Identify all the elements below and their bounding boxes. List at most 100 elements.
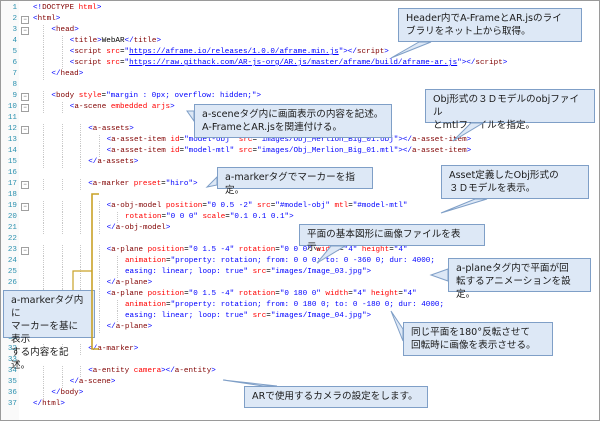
fold-toggle-icon[interactable]: − <box>21 104 29 112</box>
indent-guide <box>43 366 45 377</box>
code-text: <a-asset-item id="model-obj" src="images… <box>107 135 472 146</box>
code-token: DOCTYPE <box>42 4 75 12</box>
code-token: src <box>238 147 253 155</box>
code-token: a-plane <box>111 290 144 298</box>
code-token: "images/Obj_Merlion_Big_01.obj" <box>257 136 399 144</box>
indent-guide <box>80 278 82 289</box>
code-token: </ <box>106 224 116 232</box>
indent-guide <box>80 267 82 278</box>
indent-guide <box>61 47 63 58</box>
code-token: < <box>88 180 93 188</box>
fold-toggle-icon[interactable]: − <box>21 16 29 24</box>
fold-toggle-icon[interactable]: − <box>21 181 29 189</box>
code-token: < <box>69 48 75 56</box>
code-token: < <box>33 15 38 23</box>
code-token: position <box>147 290 185 298</box>
code-token: "0.1 0.1 0.1" <box>229 213 290 221</box>
code-token: = <box>166 301 171 309</box>
indent-guide <box>61 245 63 256</box>
code-text: </a-plane> <box>107 278 153 289</box>
code-token: </ <box>124 37 134 45</box>
indent-guide <box>61 278 63 289</box>
indent-guide <box>43 267 45 278</box>
code-token: "model-obj" <box>184 136 235 144</box>
code-text: </a-obj-model> <box>107 223 171 234</box>
code-text: <html> <box>33 14 60 25</box>
code-token: height <box>371 290 399 298</box>
indent-guide <box>43 157 45 168</box>
code-line: 3−<head> <box>1 25 599 36</box>
code-token: src <box>252 268 267 276</box>
indent-guide <box>117 212 118 223</box>
indent-guide <box>98 278 100 289</box>
fold-toggle-icon[interactable]: − <box>21 203 29 211</box>
code-token: animation <box>125 301 167 309</box>
code-token: </ <box>51 389 61 397</box>
code-token: > <box>256 92 262 100</box>
code-token: > <box>466 136 472 144</box>
code-token: "property: rotation; from: 0 0 0; to: 0 … <box>170 257 435 265</box>
indent-guide <box>117 311 118 322</box>
fold-toggle-icon[interactable]: − <box>21 27 29 35</box>
indent-guide <box>43 135 45 146</box>
code-text: <a-marker preset="hiro"> <box>88 179 197 190</box>
code-line: 7</head> <box>1 69 599 80</box>
line-number: 32 <box>1 344 17 355</box>
code-text: </a-plane> <box>107 322 153 333</box>
code-line: 26 </a-plane> <box>1 278 599 289</box>
code-token: > <box>156 37 161 45</box>
code-token: = <box>184 290 189 298</box>
callout-plane-animation: a-planeタグ内で平面が回 転するアニメーションを設定。 <box>448 258 591 300</box>
callout-header-libraries: Header内でA-FrameとAR.jsのライ ブラリをネット上から取得。 <box>398 8 582 42</box>
code-token: scale <box>202 213 226 221</box>
pointer-flip-plane <box>390 310 404 342</box>
code-token: ></ <box>461 59 476 67</box>
line-number: 36 <box>7 389 17 397</box>
code-token: > <box>74 26 79 34</box>
code-token: a-obj-model <box>115 224 166 232</box>
code-token: "4" <box>343 246 358 254</box>
callout-asset-model: Asset定義したObj形式の ３Ｄモデルを表示。 <box>441 165 589 199</box>
code-token: = <box>348 290 353 298</box>
callout-plane-basic: 平面の基本図形に画像ファイルを表示。 <box>299 224 485 253</box>
code-token: > <box>289 213 294 221</box>
indent-guide <box>43 344 45 355</box>
code-line: 12−<a-assets> <box>1 124 599 135</box>
line-number: 26 <box>7 279 17 287</box>
indent-guide <box>98 300 100 311</box>
code-token: "images/Obj_Merlion_Big_01.mtl" <box>257 147 399 155</box>
code-token: < <box>88 125 93 133</box>
code-token: > <box>366 312 372 320</box>
code-token: src <box>257 202 271 210</box>
code-token: > <box>78 389 84 397</box>
indent-guide <box>98 212 100 223</box>
code-text: <body style="margin : 0px; overflow: hid… <box>51 91 261 102</box>
code-token: > <box>466 147 472 155</box>
code-token: > <box>133 345 139 353</box>
code-token: > <box>502 59 508 67</box>
fold-toggle-icon[interactable]: − <box>21 126 29 134</box>
code-token: body <box>60 389 79 397</box>
marker-content-bracket <box>91 193 99 350</box>
code-token: " <box>124 59 130 67</box>
code-token: < <box>106 202 112 210</box>
code-token: html <box>42 400 61 408</box>
code-token: "0 1.5 -4" <box>188 246 235 254</box>
indent-guide <box>80 344 82 355</box>
indent-guide <box>43 388 45 399</box>
code-token: a-plane <box>111 246 144 254</box>
code-token: = <box>275 290 280 298</box>
code-token: position <box>165 202 203 210</box>
indent-guide <box>117 256 118 267</box>
code-text: </body> <box>51 388 83 399</box>
code-text: animation="property: rotation; from: 0 1… <box>125 300 444 311</box>
code-token: easing: linear; loop: true" <box>125 312 249 320</box>
code-token: = <box>119 48 125 56</box>
indent-guide <box>61 58 63 69</box>
code-line: 34<a-entity camera></a-entity> <box>1 366 599 377</box>
code-token: < <box>69 103 75 111</box>
code-token: rotation <box>238 290 276 298</box>
fold-toggle-icon[interactable]: − <box>21 93 29 101</box>
fold-toggle-icon[interactable]: − <box>21 247 29 255</box>
